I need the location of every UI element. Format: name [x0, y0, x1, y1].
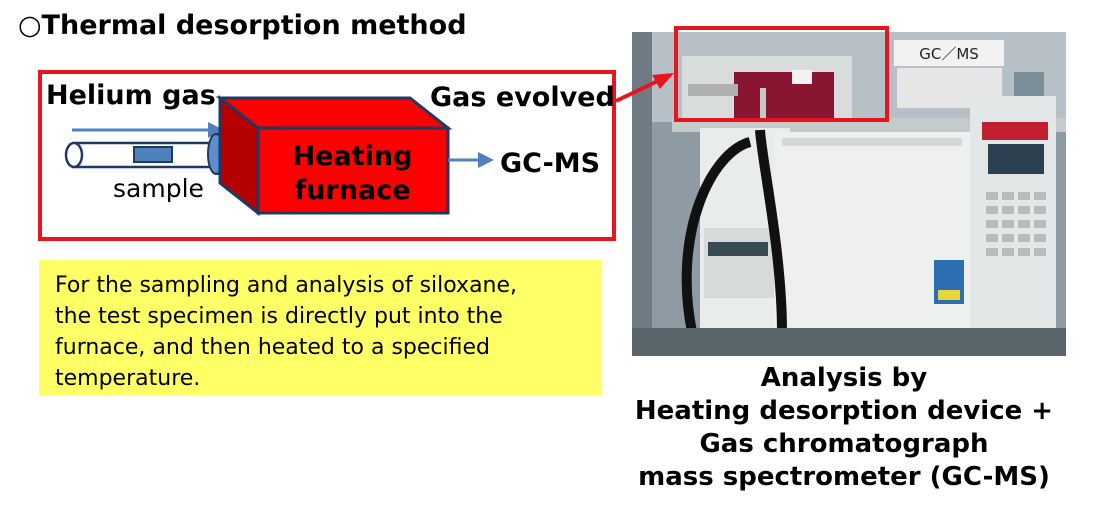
photo-caption: Analysis by Heating desorption device + …	[616, 362, 1072, 494]
gcms-label: GC-MS	[500, 148, 601, 179]
furnace-label-line2: furnace	[294, 175, 411, 206]
note-line: For the sampling and analysis of siloxan…	[55, 273, 518, 298]
diagram-frame	[38, 70, 616, 241]
caption-line: Gas chromatograph	[699, 429, 989, 459]
caption-line: mass spectrometer (GC-MS)	[638, 462, 1050, 492]
caption-line: Heating desorption device +	[634, 396, 1054, 426]
tube-open-end	[64, 141, 84, 169]
heating-furnace-label: Heating furnace	[255, 140, 450, 208]
gcms-instrument-illustration: GC／MS	[632, 32, 1066, 356]
furnace-label-line1: Heating	[292, 141, 413, 172]
photo-sign-text: GC／MS	[919, 45, 979, 63]
sample-block	[133, 146, 173, 163]
gas-evolved-label: Gas evolved	[430, 82, 615, 113]
note-line: temperature.	[55, 366, 201, 391]
caption-line: Analysis by	[760, 363, 928, 393]
helium-arrow-head	[208, 122, 224, 138]
desorption-unit-highlight	[674, 26, 889, 122]
thermal-desorption-diagram	[64, 94, 494, 217]
helium-gas-label: Helium gas	[46, 80, 216, 111]
outlet-arrow-head	[478, 152, 494, 168]
sample-label: sample	[113, 174, 204, 203]
method-note: For the sampling and analysis of siloxan…	[39, 260, 601, 395]
instrument-photo: GC／MS	[632, 32, 1066, 356]
page-title: ○Thermal desorption method	[18, 10, 467, 41]
note-line: the test specimen is directly put into t…	[55, 304, 503, 329]
note-line: furnace, and then heated to a specified	[55, 335, 490, 360]
furnace-front	[256, 126, 450, 215]
